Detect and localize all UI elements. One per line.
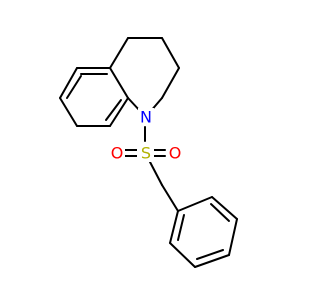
- bond: [109, 97, 129, 127]
- bond: [177, 196, 213, 212]
- bond: [169, 242, 196, 268]
- sulfur-label: S: [141, 144, 151, 163]
- bond: [109, 67, 129, 99]
- phenyl-ring: [161, 184, 238, 268]
- bond: [194, 254, 230, 268]
- sulfonyl-group: [124, 126, 166, 186]
- atom-o-left: O: [108, 144, 125, 163]
- bond: [59, 97, 78, 127]
- bond: [59, 67, 78, 99]
- atom-s: S: [137, 144, 154, 163]
- double-bond-inner: [177, 214, 185, 241]
- structure-canvas: N S O O: [59, 37, 238, 268]
- oxygen-left-label: O: [111, 144, 124, 163]
- double-bond-inner: [105, 99, 122, 121]
- bond: [211, 196, 238, 220]
- bond: [161, 37, 180, 69]
- bond: [161, 184, 179, 212]
- atom-n: N: [138, 108, 154, 127]
- nitrogen-label: N: [140, 108, 152, 127]
- double-bond-inner: [210, 203, 230, 222]
- bond: [109, 37, 129, 69]
- bond: [161, 67, 180, 99]
- double-bond-inner: [196, 249, 224, 260]
- oxygen-right-label: O: [169, 144, 182, 163]
- benzo-ring: [59, 67, 129, 127]
- double-bond-inner: [66, 75, 82, 99]
- atom-o-right: O: [166, 144, 183, 163]
- molecule-drawing: N S O O: [59, 37, 238, 268]
- bond: [149, 161, 163, 186]
- bond: [228, 218, 238, 256]
- bond: [169, 210, 179, 244]
